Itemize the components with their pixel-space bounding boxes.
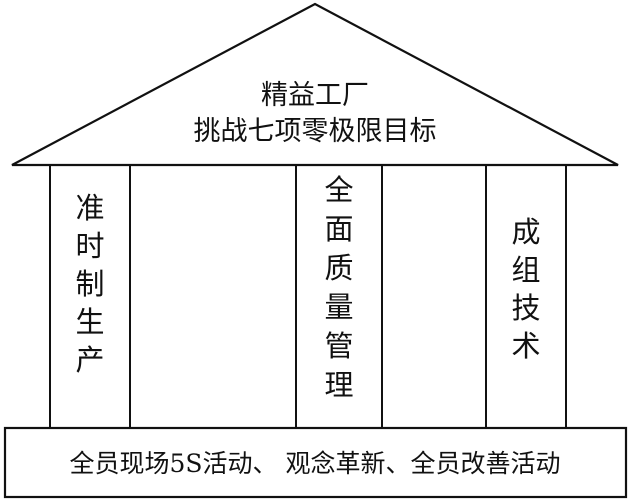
pillar-tqm-label: 全面质量管理 [324,173,353,402]
foundation-box [3,426,628,499]
roof-subtitle: 挑战七项零极限目标 [194,116,437,147]
pillar-label-text: 全面质量管理 [324,173,353,402]
roof-title: 精益工厂 [261,80,369,111]
pillar-group-tech-label: 成组技术 [511,215,540,363]
foundation-text: 全员现场5S活动、 观念革新、全员改善活动 [70,449,561,478]
pillar-label-text: 准时制生产 [75,191,104,377]
pillar-label-text: 成组技术 [511,215,540,363]
pillar-jit-label: 准时制生产 [75,191,104,377]
